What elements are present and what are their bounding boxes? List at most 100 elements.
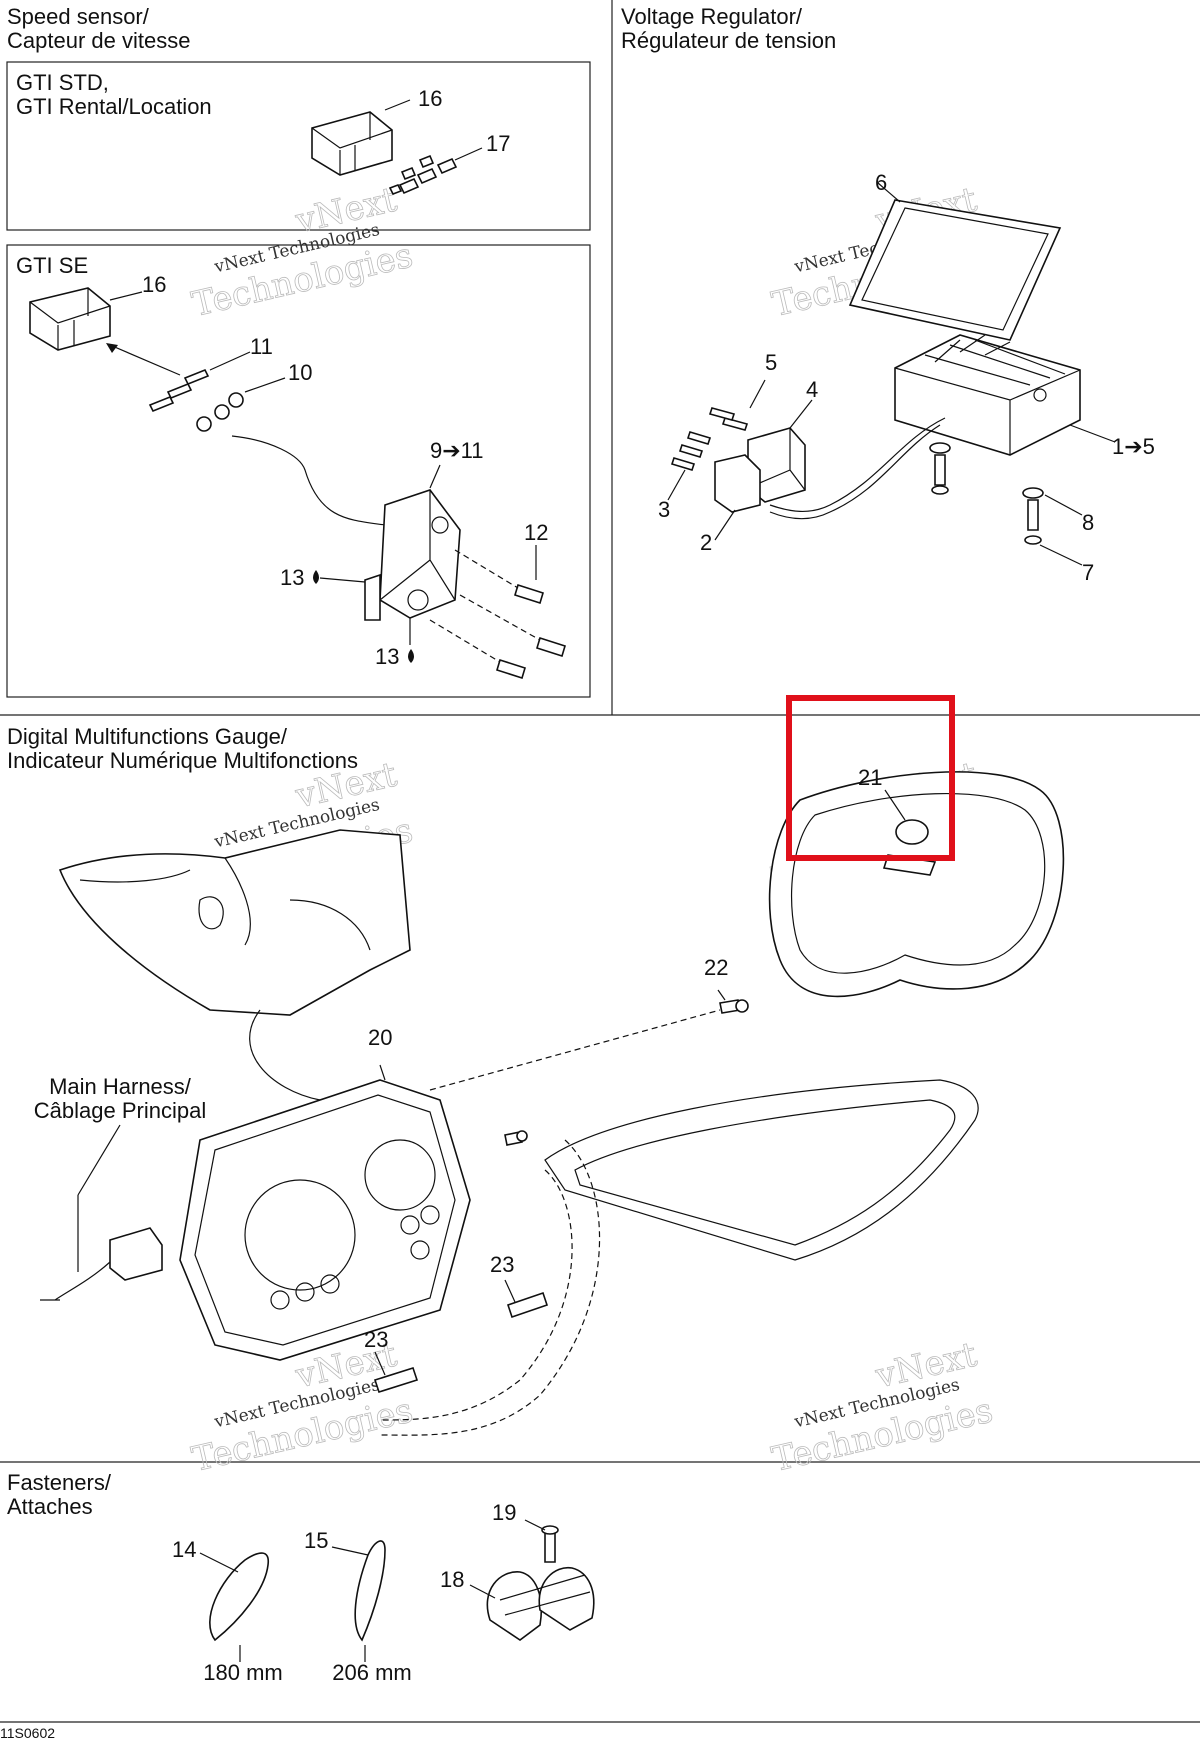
regulator-wire-2 [769, 424, 941, 520]
leader-6 [877, 182, 901, 203]
callout-19: 19 [492, 1500, 516, 1525]
regulator-wire [769, 417, 946, 512]
connector-16-std [311, 111, 393, 176]
dash-12a [454, 549, 519, 589]
callout-13a: 13 [280, 565, 304, 590]
seals-10 [196, 392, 244, 432]
watermark-1: vNext vNext Technologies Technologies [188, 179, 417, 325]
pins-17 [388, 154, 458, 196]
fasteners-title-en: Fasteners/ [7, 1470, 112, 1495]
screw-19 [541, 1525, 559, 1563]
leader-1-5 [1069, 424, 1116, 443]
gti-rental-label: GTI Rental/Location [16, 94, 212, 119]
windshield [544, 1079, 979, 1261]
washer-8 [1022, 487, 1044, 499]
speed-sensor-title-fr: Capteur de vitesse [7, 28, 190, 53]
voltage-regulator-title-en: Voltage Regulator/ [621, 4, 803, 29]
cablage-principal-label: Câblage Principal [34, 1098, 206, 1123]
gti-se-label: GTI SE [16, 253, 88, 278]
leader-11 [209, 351, 251, 371]
gauge-title-en: Digital Multifunctions Gauge/ [7, 724, 288, 749]
gti-se-box [6, 244, 591, 698]
callout-16-std: 16 [418, 86, 442, 111]
leader-23-upper [504, 1279, 516, 1303]
pins-11 [148, 368, 210, 413]
callout-17: 17 [486, 131, 510, 156]
callout-6: 6 [875, 170, 887, 195]
callout-5: 5 [765, 350, 777, 375]
gasket-6 [848, 199, 1062, 341]
callout-21: 21 [858, 765, 882, 790]
leader-2 [714, 509, 736, 541]
leader-7 [1039, 544, 1083, 566]
screw-small-gauge [504, 1130, 528, 1146]
sensor-wire [231, 435, 386, 526]
leader-21 [884, 789, 906, 821]
harness-connector [40, 1227, 163, 1301]
callout-16-se: 16 [142, 272, 166, 297]
tie-14 [209, 1552, 270, 1642]
watermark-6: vNext vNext Technologies Technologies [768, 1334, 997, 1480]
regulator-1 [894, 334, 1081, 456]
connector-2 [714, 454, 761, 513]
leader-9-11 [429, 464, 441, 489]
voltage-regulator-title-fr: Régulateur de tension [621, 28, 836, 53]
gti-std-label: GTI STD, [16, 70, 109, 95]
leader-23-lower [374, 1351, 386, 1376]
speed-sensor-title-en: Speed sensor/ [7, 4, 150, 29]
gti-std-box [6, 61, 591, 231]
speed-sensor-9 [364, 489, 461, 621]
leader-16-se [109, 291, 143, 301]
leader-3 [667, 469, 686, 501]
callout-12: 12 [524, 520, 548, 545]
dimension-206mm: 206 mm [332, 1660, 411, 1685]
callout-15: 15 [304, 1528, 328, 1553]
callout-22: 22 [704, 955, 728, 980]
leader-15 [331, 1546, 369, 1556]
callout-14: 14 [172, 1537, 196, 1562]
gauge-cover [58, 829, 411, 1016]
connector-16-se [29, 287, 111, 351]
callout-9-11: 9➔11 [430, 438, 484, 463]
screw-22 [719, 999, 749, 1014]
gauge-title-fr: Indicateur Numérique Multifonctions [7, 748, 358, 773]
callout-13b: 13 [375, 644, 399, 669]
hose-23-lower [373, 1367, 419, 1393]
arrow-pins-to-connector [109, 344, 181, 376]
leader-20 [379, 1064, 386, 1081]
gauge-bezel-21 [768, 771, 1065, 998]
pins-3 [670, 431, 712, 471]
hose-23-upper [506, 1291, 549, 1319]
highlight-box-21 [786, 695, 955, 861]
drop-icon [408, 649, 414, 663]
screw-7 [1024, 499, 1042, 545]
leader-8 [1044, 494, 1083, 516]
dimension-180mm: 180 mm [203, 1660, 282, 1685]
leader-19 [524, 1519, 546, 1531]
leader-22 [717, 989, 726, 1001]
leader-10 [244, 377, 286, 393]
callout-4: 4 [806, 377, 818, 402]
callout-23-upper: 23 [490, 1252, 514, 1277]
leader-18 [469, 1584, 496, 1599]
leader-14 [199, 1552, 239, 1573]
main-harness-label: Main Harness/ [49, 1074, 192, 1099]
leader-17 [454, 147, 483, 161]
dashed-hose [379, 1169, 573, 1421]
callout-11: 11 [250, 334, 273, 359]
leader-4 [789, 399, 813, 429]
callout-7: 7 [1082, 560, 1094, 585]
callout-23-lower: 23 [364, 1327, 388, 1352]
leader-harness [77, 1124, 121, 1196]
callout-1-5: 1➔5 [1112, 434, 1155, 459]
dashed-hose-2 [379, 1139, 601, 1436]
drop-icon [313, 570, 319, 584]
screw-upper [929, 442, 951, 495]
leader-5 [749, 379, 766, 409]
dash-12b [459, 594, 541, 641]
screw-12a [514, 583, 544, 605]
callout-18: 18 [440, 1567, 464, 1592]
leader-16-std [384, 99, 411, 111]
dash-12c [429, 619, 501, 663]
